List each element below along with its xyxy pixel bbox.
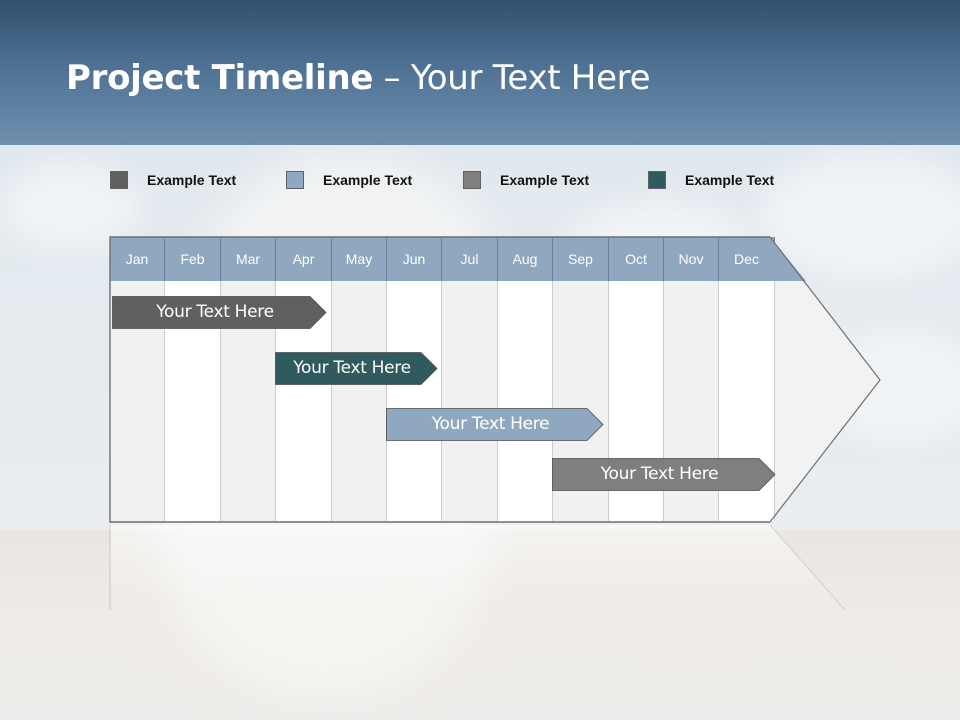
month-header-oct: Oct [609, 237, 664, 281]
bar-shape [112, 296, 327, 329]
timeline-bar[interactable]: Your Text Here [552, 458, 776, 491]
bar-shape [552, 458, 776, 491]
month-column [442, 237, 498, 521]
month-column [110, 237, 165, 521]
month-header-jun: Jun [387, 237, 442, 281]
legend-swatch [648, 171, 666, 189]
timeline-bar[interactable]: Your Text Here [275, 352, 438, 385]
month-header-aug: Aug [498, 237, 553, 281]
bar-shape [386, 408, 604, 441]
bar-label: Your Text Here [293, 358, 411, 378]
month-header-mar: Mar [221, 237, 276, 281]
month-header-jul: Jul [442, 237, 498, 281]
month-header-jan: Jan [110, 237, 165, 281]
header-band: Project Timeline – Your Text Here [0, 0, 960, 145]
month-header-feb: Feb [165, 237, 221, 281]
bar-label: Your Text Here [431, 414, 550, 434]
legend-swatch [286, 171, 304, 189]
bar-label: Your Text Here [156, 302, 274, 322]
month-header-may: May [332, 237, 387, 281]
timeline-bar[interactable]: Your Text Here [386, 408, 604, 441]
legend-label: Example Text [323, 172, 413, 188]
page-title: Project Timeline – Your Text Here [66, 58, 651, 98]
month-header-apr: Apr [276, 237, 332, 281]
timeline-bar[interactable]: Your Text Here [112, 296, 327, 329]
legend-swatch [463, 171, 481, 189]
legend-label: Example Text [685, 172, 775, 188]
bar-label: Your Text Here [600, 464, 719, 484]
month-header-nov: Nov [664, 237, 719, 281]
month-header-sep: Sep [553, 237, 609, 281]
month-column [221, 237, 276, 521]
legend-swatch [110, 171, 128, 189]
legend-label: Example Text [500, 172, 590, 188]
month-column [498, 237, 553, 521]
month-column [165, 237, 221, 521]
title-rest: – Your Text Here [373, 58, 651, 98]
title-bold: Project Timeline [66, 58, 374, 98]
legend-label: Example Text [147, 172, 237, 188]
bar-shape [275, 352, 438, 385]
